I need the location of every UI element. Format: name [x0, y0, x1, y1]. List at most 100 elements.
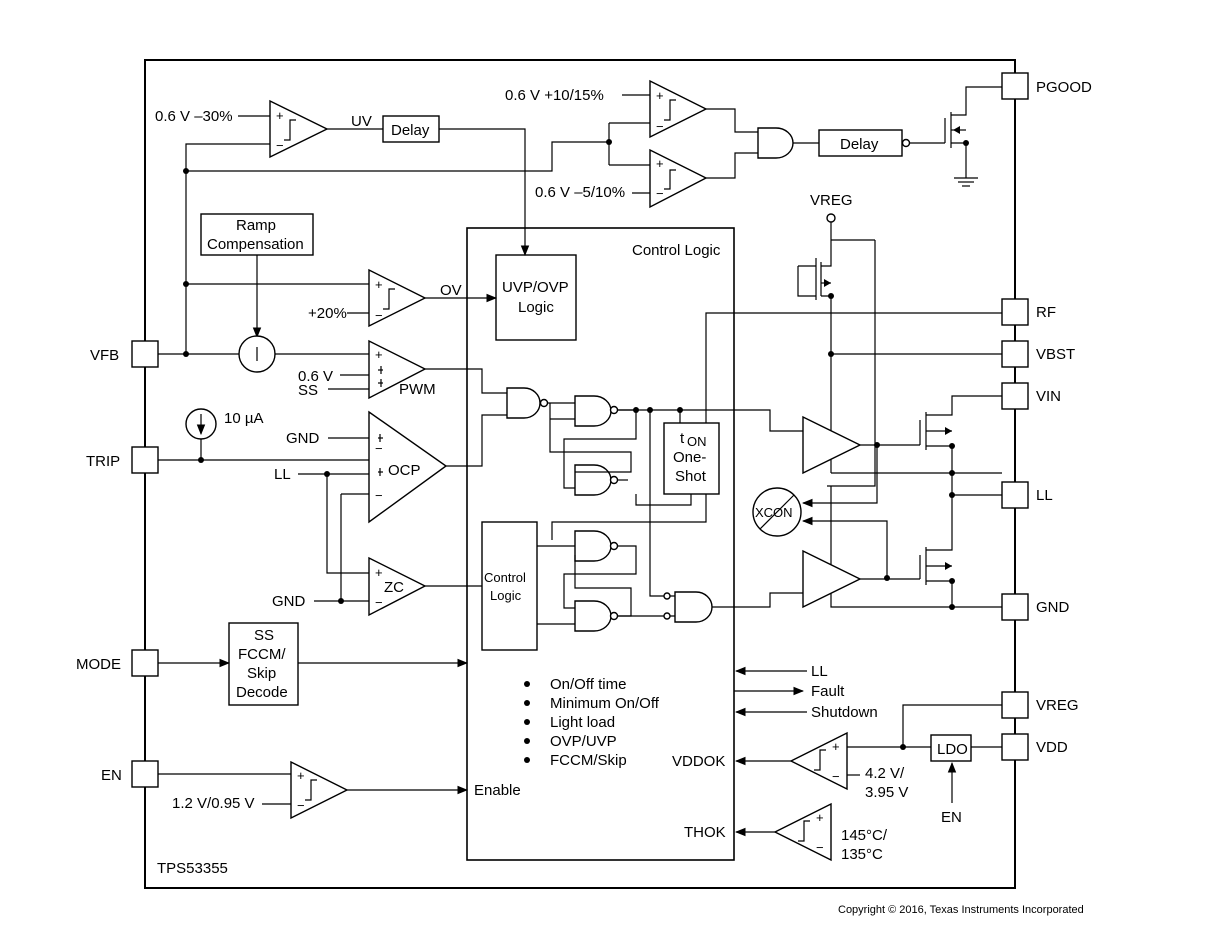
pwm-label: PWM	[399, 381, 436, 398]
svg-text:−: −	[816, 840, 824, 855]
ocp-comparator	[368, 410, 448, 524]
pin-vfb: VFB	[90, 340, 159, 368]
svg-text:FCCM/: FCCM/	[238, 646, 286, 663]
pin-en: EN	[101, 760, 159, 788]
latch-nand-1a	[574, 395, 612, 427]
en-comparator	[290, 760, 349, 820]
pin-rf: RF	[1001, 298, 1056, 326]
shutdown-label: Shutdown	[811, 704, 878, 721]
thok-label: THOK	[684, 824, 726, 841]
pg-low-comparator	[649, 148, 708, 209]
ton-one-shot-block: t ON One- Shot	[663, 422, 720, 495]
control-logic-block	[466, 227, 735, 861]
pwm-nand-gate	[506, 387, 541, 419]
svg-text:−: −	[375, 595, 383, 610]
svg-text:Logic: Logic	[518, 299, 554, 316]
svg-text:−: −	[276, 138, 284, 153]
ldo-en-label: EN	[941, 809, 962, 826]
vdd-threshold-label-1: 4.2 V/	[865, 765, 905, 782]
svg-text:VFB: VFB	[90, 347, 119, 364]
ss-label: SS	[298, 382, 318, 399]
svg-text:+: +	[375, 277, 383, 292]
svg-text:LL: LL	[1036, 487, 1053, 504]
vreg-top-label: VREG	[810, 192, 853, 209]
ov-signal-label: OV	[440, 282, 462, 299]
bootstrap-mosfet	[797, 240, 834, 354]
control-logic-title: Control Logic	[632, 242, 721, 259]
lowside-mosfet	[919, 495, 955, 610]
latch-nand-1b	[574, 464, 612, 496]
gnd-ocp-label: GND	[286, 430, 320, 447]
pin-pgood: PGOOD	[1001, 72, 1092, 100]
svg-text:VREG: VREG	[1036, 697, 1079, 714]
lowside-and-gate	[674, 591, 713, 623]
svg-text:+: +	[375, 565, 383, 580]
thok-comparator	[773, 802, 832, 862]
svg-text:Ramp: Ramp	[236, 217, 276, 234]
svg-text:Compensation: Compensation	[207, 236, 304, 253]
svg-text:Shot: Shot	[675, 468, 707, 485]
chip-name: TPS53355	[157, 860, 228, 877]
pin-gnd: GND	[1001, 593, 1070, 621]
svg-text:Delay: Delay	[391, 122, 430, 139]
svg-text:−: −	[375, 488, 383, 503]
pin-vbst: VBST	[1001, 340, 1075, 368]
zc-comparator	[368, 556, 427, 617]
svg-text:t: t	[680, 430, 685, 447]
svg-text:−: −	[656, 186, 664, 201]
svg-text:+: +	[375, 347, 383, 362]
pgood-delay-block: Delay	[818, 129, 903, 157]
svg-text:SS: SS	[254, 627, 274, 644]
vref-label: 0.6 V	[298, 368, 333, 385]
pin-trip: TRIP	[86, 446, 159, 474]
svg-text:+: +	[297, 768, 305, 783]
current-source: 10 µA	[185, 408, 264, 440]
pg-high-threshold-label: 0.6 V +10/15%	[505, 87, 604, 104]
chip-outline	[144, 59, 1016, 889]
svg-text:GND: GND	[1036, 599, 1070, 616]
temp-threshold-label-1: 145°C/	[841, 827, 888, 844]
pin-vin: VIN	[1001, 382, 1061, 410]
pg-low-threshold-label: 0.6 V –5/10%	[535, 184, 625, 201]
temp-threshold-label-2: 135°C	[841, 846, 883, 863]
feature-item: On/Off time	[550, 676, 626, 693]
svg-text:+: +	[656, 156, 664, 171]
feature-item: FCCM/Skip	[550, 752, 627, 769]
svg-text:+: +	[832, 739, 840, 754]
control-logic-small-block: Control Logic	[481, 521, 538, 651]
uv-signal-label: UV	[351, 113, 372, 130]
feature-item: Minimum On/Off	[550, 695, 660, 712]
ss-fccm-decode-block: SS FCCM/ Skip Decode	[228, 622, 299, 706]
pin-vreg: VREG	[1001, 691, 1079, 719]
gnd-zc-label: GND	[272, 593, 306, 610]
feature-list: On/Off time Minimum On/Off Light load OV…	[524, 676, 660, 769]
pwm-comparator	[368, 339, 427, 400]
pin-mode: MODE	[76, 649, 159, 677]
svg-text:ON: ON	[687, 434, 707, 449]
svg-text:One-: One-	[673, 449, 706, 466]
svg-text:−: −	[832, 769, 840, 784]
svg-text:Decode: Decode	[236, 684, 288, 701]
pgood-and-gate	[757, 127, 794, 159]
svg-text:LDO: LDO	[937, 741, 968, 758]
svg-text:Control: Control	[484, 570, 526, 585]
latch-nand-2b	[574, 600, 612, 632]
zc-label: ZC	[384, 579, 404, 596]
svg-text:−: −	[375, 308, 383, 323]
svg-text:+: +	[816, 810, 824, 825]
svg-text:+: +	[276, 108, 284, 123]
svg-text:+: +	[656, 88, 664, 103]
en-threshold-label: 1.2 V/0.95 V	[172, 795, 255, 812]
ll-ocp-label: LL	[274, 466, 291, 483]
vddok-label: VDDOK	[672, 753, 725, 770]
highside-mosfet	[919, 395, 1002, 495]
svg-text:XCON: XCON	[755, 505, 793, 520]
uv-delay-block: Delay	[382, 115, 440, 143]
copyright-text: Copyright © 2016, Texas Instruments Inco…	[838, 904, 1084, 916]
vddok-comparator	[789, 731, 848, 791]
ll-input-label: LL	[811, 663, 828, 680]
pgood-mosfet	[944, 86, 1002, 187]
svg-text:VIN: VIN	[1036, 388, 1061, 405]
ldo-block: LDO	[930, 734, 972, 762]
